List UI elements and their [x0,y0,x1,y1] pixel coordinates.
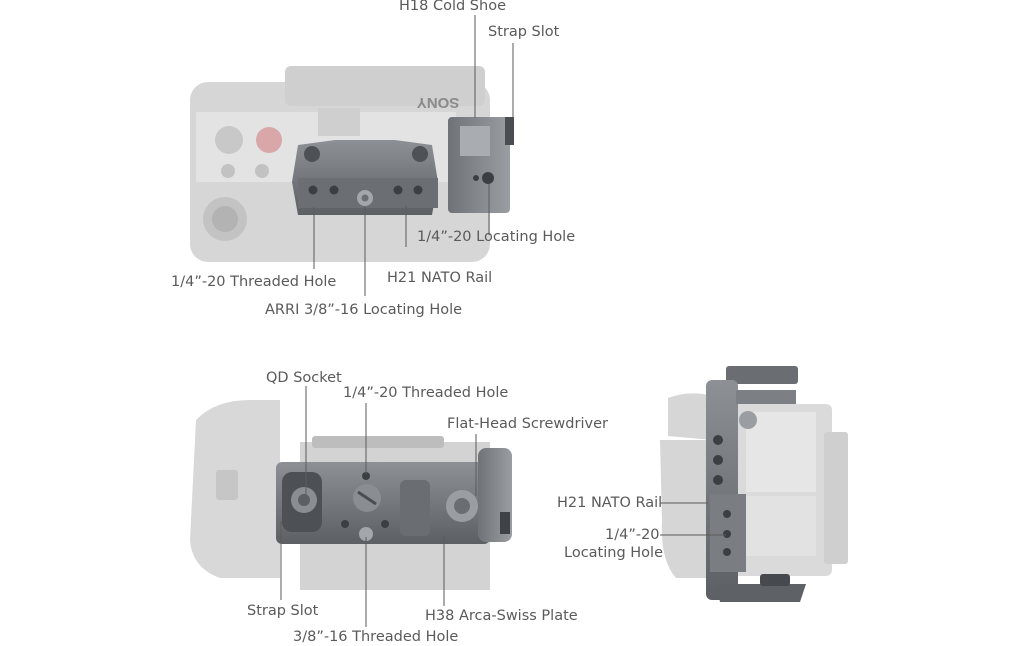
label-locating-hole-side-line1: 1/4”-20 [605,527,660,543]
top-view-leader-lines [313,15,514,296]
label-h18-cold-shoe: H18 Cold Shoe [399,0,506,14]
top-view-cage [292,117,514,215]
side-view-cage [706,366,806,602]
label-threaded-hole-top: 1/4”-20 Threaded Hole [171,274,337,290]
side-view-camera [660,393,848,578]
label-h21-nato-rail-top: H21 NATO Rail [387,270,493,286]
camera-brand-logo: SONY [417,94,460,111]
side-view-leader-lines [660,502,726,536]
label-locating-hole-top: 1/4”-20 Locating Hole [417,229,576,245]
bottom-view-plate [276,448,512,544]
label-qd-socket: QD Socket [266,370,342,386]
label-threaded-hole-bottom: 1/4”-20 Threaded Hole [343,385,509,401]
label-strap-slot-top: Strap Slot [488,24,560,40]
label-strap-slot-bottom: Strap Slot [247,603,319,619]
label-locating-hole-side-line2: Locating Hole [564,545,663,561]
label-h21-nato-rail-side: H21 NATO Rail [557,495,663,511]
bottom-view-leader-lines [280,386,477,627]
label-h38-arca-swiss-plate: H38 Arca-Swiss Plate [425,608,578,624]
label-flat-head-screwdriver: Flat-Head Screwdriver [447,416,608,432]
label-threaded-hole-38: 3/8”-16 Threaded Hole [293,629,459,645]
label-arri-locating-hole: ARRI 3/8”-16 Locating Hole [265,302,463,318]
